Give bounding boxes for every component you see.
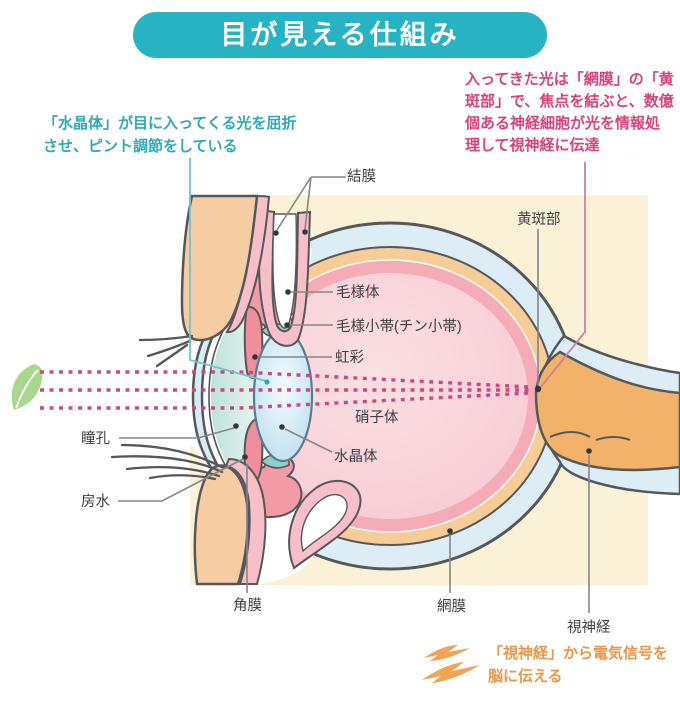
lens-note-leader: [189, 158, 267, 382]
retina-dot: [447, 528, 453, 534]
optic-nerve-group: [534, 334, 680, 496]
pupil-dot: [233, 423, 239, 429]
title-banner: 目が見える仕組み: [133, 12, 547, 58]
ciliary-dot: [285, 289, 291, 295]
lens-note-dot: [264, 379, 270, 385]
title-banner-bg: [133, 12, 547, 58]
brain-note-line2: 脳に伝える: [488, 667, 563, 685]
fold-inner-lower: [300, 493, 348, 553]
iris-dot: [252, 354, 258, 360]
lens-note-line2: させ、ピント調節をしている: [43, 137, 238, 155]
label-vitreous: 硝子体: [355, 409, 399, 426]
label-pupil: 瞳孔: [81, 429, 110, 447]
upper-conjunctiva-fold: [258, 208, 312, 347]
label-retina: 網膜: [437, 598, 466, 615]
label-optic-nerve: 視神経: [567, 619, 611, 636]
aqueous-dot: [242, 454, 248, 460]
label-ciliary-body: 毛様体: [336, 284, 380, 301]
conjunctiva-dot-2: [273, 230, 279, 236]
upper-eyelashes: [138, 334, 194, 368]
crystalline-lens: [252, 329, 314, 463]
light-ray-top: [40, 370, 531, 389]
macula-note-leader: [539, 162, 586, 389]
optic-nerve-dot: [586, 448, 592, 454]
label-lens: 水晶体: [334, 448, 378, 465]
macula-note: 入ってきた光は「網膜」の「黄 斑部」で、焦点を結ぶと、数億 個ある神経細胞が光を…: [464, 70, 674, 154]
conjunctiva-dot-1: [302, 229, 308, 235]
aqueous-leader: [118, 458, 244, 502]
lower-conjunctiva-fold: [288, 479, 362, 570]
label-aqueous-humor: 房水: [81, 493, 110, 510]
conjunctiva-leader: [276, 176, 346, 231]
lower-eyelashes: [110, 443, 226, 481]
vitreous-body: [252, 273, 528, 519]
label-conjunctiva: 結膜: [347, 168, 376, 185]
lens-leader: [284, 428, 333, 453]
macula-note-line3: 個ある神経細胞が光を情報処: [464, 114, 661, 132]
lens-note-line1: 「水晶体」が目に入ってくる光を屈折: [43, 114, 297, 132]
lens-dot: [279, 424, 285, 430]
fold-band-upper: [258, 208, 312, 347]
anatomy-labels: 結膜 黄斑部 毛様体 毛様小帯(チン小帯) 虹彩 硝子体 水晶体 瞳孔 房水 角…: [81, 168, 611, 636]
cornea-inner-line: [208, 309, 237, 483]
leaf-vein: [15, 369, 39, 409]
macula-note-line1: 入ってきた光は「網膜」の「黄: [465, 70, 674, 88]
eyelids: [110, 194, 271, 586]
macula-note-line2: 斑部」で、焦点を結ぶと、数億: [465, 92, 674, 110]
lower-eyelid: [193, 464, 249, 586]
pupil-leader: [119, 427, 235, 439]
macula-note-line4: 理して視神経に伝達: [465, 136, 600, 154]
leaf-icon: [11, 364, 43, 410]
lens-note: 「水晶体」が目に入ってくる光を屈折 させ、ピント調節をしている: [43, 114, 297, 155]
lightning-icon-small: [424, 645, 470, 661]
label-cornea: 角膜: [233, 597, 262, 614]
page-title: 目が見える仕組み: [220, 19, 459, 50]
lightning-icon-large: [422, 662, 480, 683]
label-zonule: 毛様小帯(チン小帯): [336, 318, 462, 335]
brain-note: 「視神経」から電気信号を 脳に伝える: [422, 644, 668, 685]
leader-lines: [118, 158, 592, 613]
brain-note-line1: 「視神経」から電気信号を: [488, 644, 668, 662]
nerve-fold-line: [549, 431, 631, 441]
macula-focus-dot: [534, 385, 542, 393]
light-ray-bottom: [40, 391, 531, 410]
upper-eyelid: [180, 194, 259, 342]
light-rays: [40, 370, 531, 410]
fold-inner-upper: [272, 213, 298, 329]
label-iris: 虹彩: [335, 349, 364, 366]
zonule-dot: [284, 322, 290, 328]
label-macula: 黄斑部: [517, 211, 561, 228]
